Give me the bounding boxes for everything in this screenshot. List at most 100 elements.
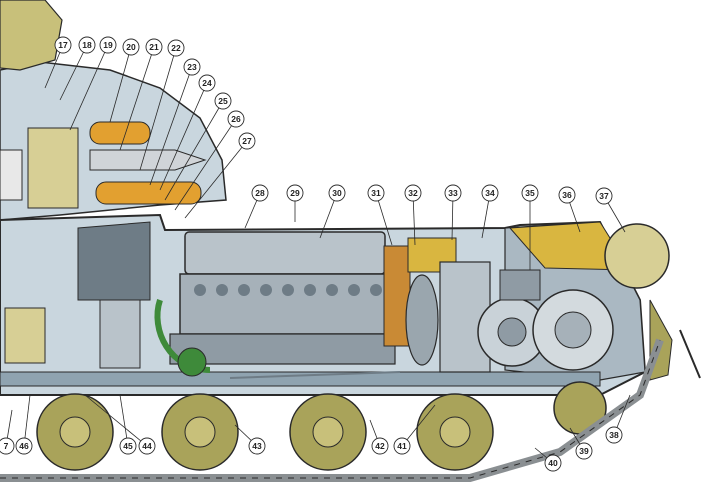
- callout-number: 35: [525, 188, 535, 198]
- callout-45: 45: [119, 437, 137, 455]
- leader-line: [401, 404, 436, 447]
- callout-number: 41: [397, 441, 407, 451]
- callout-32: 32: [404, 184, 422, 202]
- leader-line: [59, 44, 88, 101]
- callout-43: 43: [248, 437, 266, 455]
- callout-34: 34: [481, 184, 499, 202]
- callout-circle: [138, 437, 156, 455]
- callout-circle: [167, 39, 185, 57]
- callout-number: 27: [242, 136, 252, 146]
- callout-number: 37: [599, 191, 609, 201]
- callout-circle: [481, 184, 499, 202]
- callout-number: 45: [123, 441, 133, 451]
- callout-number: 20: [126, 42, 136, 52]
- leader-line: [119, 394, 129, 447]
- leader-line: [149, 66, 193, 186]
- callout-42: 42: [371, 437, 389, 455]
- callout-46: 46: [15, 437, 33, 455]
- leader-line: [184, 140, 248, 219]
- callout-number: 29: [290, 188, 300, 198]
- callout-circle: [444, 184, 462, 202]
- callout-number: 38: [609, 430, 619, 440]
- callout-circle: [183, 58, 201, 76]
- callout-circle: [404, 184, 422, 202]
- callout-number: 42: [375, 441, 385, 451]
- leader-line: [109, 46, 132, 123]
- callout-circle: [605, 426, 623, 444]
- callout-number: 31: [371, 188, 381, 198]
- callout-number: 17: [58, 40, 68, 50]
- callout-circle: [227, 110, 245, 128]
- callout-number: 43: [252, 441, 262, 451]
- callout-30: 30: [328, 184, 346, 202]
- engine-cylinders: [194, 284, 382, 296]
- callout-number: 33: [448, 188, 458, 198]
- callout-31: 31: [367, 184, 385, 202]
- callout-26: 26: [227, 110, 245, 128]
- road-wheels: [36, 381, 607, 471]
- callout-circle: [544, 454, 562, 472]
- callout-number: 36: [562, 190, 572, 200]
- callout-circle: [328, 184, 346, 202]
- callout-number: 30: [332, 188, 342, 198]
- callout-36: 36: [558, 186, 576, 204]
- callout-18: 18: [78, 36, 96, 54]
- callout-circle: [238, 132, 256, 150]
- callout-circle: [367, 184, 385, 202]
- callout-circle: [595, 187, 613, 205]
- callout-number: 22: [171, 43, 181, 53]
- leader-line: [23, 394, 31, 447]
- cooling-fans: [4, 221, 151, 369]
- callout-number: 34: [485, 188, 495, 198]
- callout-number: 7: [4, 441, 9, 451]
- callout-number: 44: [142, 441, 152, 451]
- callout-24: 24: [198, 74, 216, 92]
- callout-21: 21: [145, 38, 163, 56]
- callout-33: 33: [444, 184, 462, 202]
- callout-circle: [214, 92, 232, 110]
- leader-line: [119, 46, 155, 151]
- callout-circle: [15, 437, 33, 455]
- callout-circle: [198, 74, 216, 92]
- callout-circle: [54, 36, 72, 54]
- callout-circle: [99, 36, 117, 54]
- callout-39: 39: [575, 442, 593, 460]
- callout-number: 24: [202, 78, 212, 88]
- callout-circle: [371, 437, 389, 455]
- callout-circle: [122, 38, 140, 56]
- engine-block: [154, 231, 401, 379]
- leader-line: [139, 47, 177, 171]
- leader-line: [159, 82, 208, 191]
- callout-circle: [145, 38, 163, 56]
- callout-22: 22: [167, 39, 185, 57]
- callout-number: 32: [408, 188, 418, 198]
- callout-number: 26: [231, 114, 241, 124]
- track: [0, 338, 664, 482]
- callout-circle: [521, 184, 539, 202]
- leader-line: [164, 100, 224, 201]
- callout-circle: [575, 442, 593, 460]
- callout-number: 39: [579, 446, 589, 456]
- callout-41: 41: [393, 437, 411, 455]
- callout-number: 40: [548, 458, 558, 468]
- air-filter: [383, 237, 457, 347]
- callout-40: 40: [544, 454, 562, 472]
- callout-number: 18: [82, 40, 92, 50]
- callout-circle: [119, 437, 137, 455]
- callout-circle: [393, 437, 411, 455]
- leader-line: [375, 192, 393, 246]
- callout-17: 17: [54, 36, 72, 54]
- callout-circle: [286, 184, 304, 202]
- leader-line: [69, 44, 109, 131]
- callout-25: 25: [214, 92, 232, 110]
- callout-20: 20: [122, 38, 140, 56]
- callout-28: 28: [251, 184, 269, 202]
- leader-line: [412, 192, 416, 246]
- callout-44: 44: [138, 437, 156, 455]
- callout-circle: [251, 184, 269, 202]
- leader-line: [174, 118, 237, 211]
- callout-circle: [78, 36, 96, 54]
- callout-29: 29: [286, 184, 304, 202]
